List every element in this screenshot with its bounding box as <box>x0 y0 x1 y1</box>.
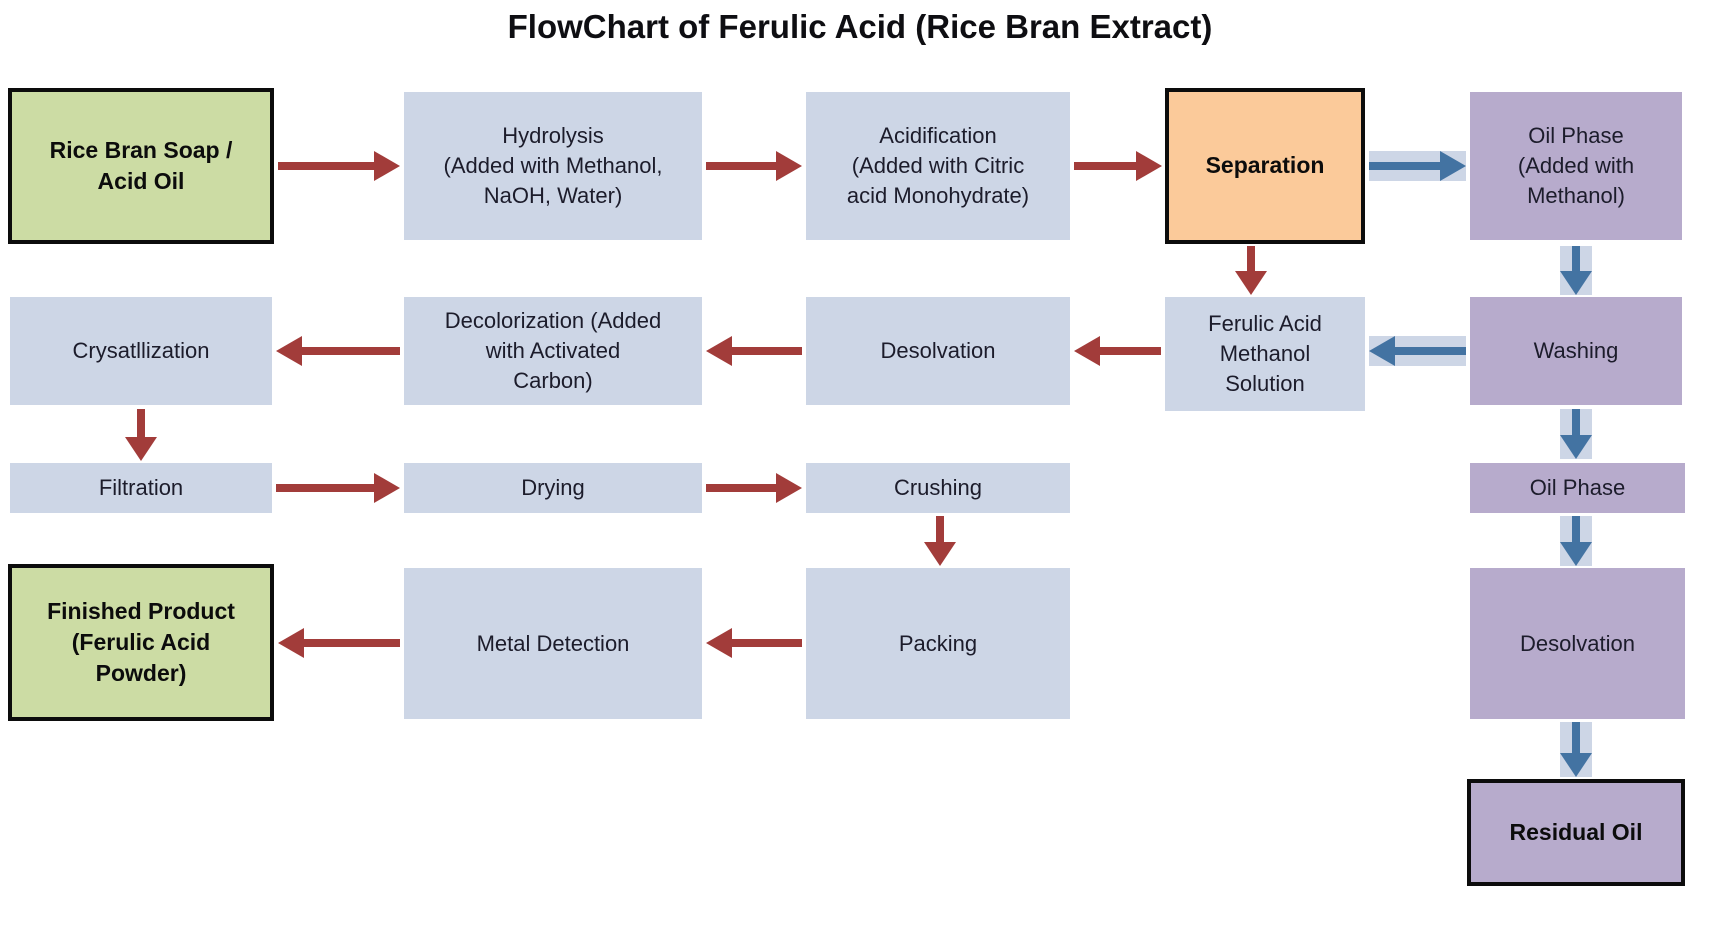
arrow-washing-to-oil-phase-icon <box>1560 409 1592 459</box>
arrow-desolvation-to-residual-oil-icon <box>1560 722 1592 777</box>
arrow-metal-detection-to-finished-product-icon <box>278 628 400 658</box>
node-oil-phase: Oil Phase <box>1470 463 1685 513</box>
node-label: Oil Phase (Added with Methanol) <box>1517 123 1635 208</box>
node-label: Decolorization (Added with Activated Car… <box>444 308 662 393</box>
node-label: Washing <box>1533 338 1619 364</box>
node-label: Ferulic Acid Methanol Solution <box>1208 311 1322 396</box>
node-rice-bran-soap: Rice Bran Soap / Acid Oil <box>8 88 274 244</box>
node-acidification: Acidification (Added with Citric acid Mo… <box>806 92 1070 240</box>
arrow-hydrolysis-to-acidification-icon <box>706 151 802 181</box>
arrow-ferulic-solution-to-desolvation-icon <box>1074 336 1161 366</box>
node-ferulic-acid-methanol-solution: Ferulic Acid Methanol Solution <box>1165 297 1365 411</box>
node-label: Desolvation <box>1520 630 1635 656</box>
node-label: Residual Oil <box>1509 818 1643 845</box>
node-label: Oil Phase <box>1529 475 1626 501</box>
node-separation: Separation <box>1165 88 1365 244</box>
arrow-acidification-to-separation-icon <box>1074 151 1162 181</box>
arrow-drying-to-crushing-icon <box>706 473 802 503</box>
node-label: Acidification (Added with Citric acid Mo… <box>846 123 1030 208</box>
node-residual-oil: Residual Oil <box>1467 779 1685 886</box>
node-desolvation-oil: Desolvation <box>1470 568 1685 719</box>
node-crysatllization: Crysatllization <box>10 297 272 405</box>
arrow-crushing-to-packing-icon <box>924 516 956 566</box>
node-washing: Washing <box>1470 297 1682 405</box>
node-label: Drying <box>521 475 585 501</box>
chart-title: FlowChart of Ferulic Acid (Rice Bran Ext… <box>507 8 1213 45</box>
node-decolorization: Decolorization (Added with Activated Car… <box>404 297 702 405</box>
arrow-oil-phase-to-desolvation-icon <box>1560 516 1592 566</box>
node-label: Crysatllization <box>72 338 210 364</box>
node-label: Rice Bran Soap / Acid Oil <box>49 136 233 194</box>
node-desolvation: Desolvation <box>806 297 1070 405</box>
arrow-oil-phase-to-washing-icon <box>1560 246 1592 295</box>
node-metal-detection: Metal Detection <box>404 568 702 719</box>
node-drying: Drying <box>404 463 702 513</box>
node-packing: Packing <box>806 568 1070 719</box>
arrow-rice-bran-to-hydrolysis-icon <box>278 151 400 181</box>
node-label: Filtration <box>98 475 184 501</box>
node-label: Hydrolysis (Added with Methanol, NaOH, W… <box>443 123 663 208</box>
node-oil-phase-methanol: Oil Phase (Added with Methanol) <box>1470 92 1682 240</box>
node-crushing: Crushing <box>806 463 1070 513</box>
arrow-crysatllization-to-filtration-icon <box>125 409 157 461</box>
node-label: Separation <box>1205 152 1325 179</box>
node-label: Finished Product (Ferulic Acid Powder) <box>47 597 235 687</box>
arrow-packing-to-metal-detection-icon <box>706 628 802 658</box>
node-label: Desolvation <box>880 338 996 364</box>
node-finished-product: Finished Product (Ferulic Acid Powder) <box>8 564 274 721</box>
arrow-separation-to-ferulic-solution-icon <box>1235 246 1267 295</box>
node-label: Metal Detection <box>476 630 630 656</box>
arrow-washing-to-ferulic-solution-icon <box>1369 336 1466 366</box>
node-label: Packing <box>898 630 978 656</box>
arrow-desolvation-to-decolorization-icon <box>706 336 802 366</box>
arrow-separation-to-oil-phase-icon <box>1369 151 1466 181</box>
arrow-filtration-to-drying-icon <box>276 473 400 503</box>
node-filtration: Filtration <box>10 463 272 513</box>
node-hydrolysis: Hydrolysis (Added with Methanol, NaOH, W… <box>404 92 702 240</box>
node-label: Crushing <box>893 475 983 501</box>
arrow-decolorization-to-crysatllization-icon <box>276 336 400 366</box>
